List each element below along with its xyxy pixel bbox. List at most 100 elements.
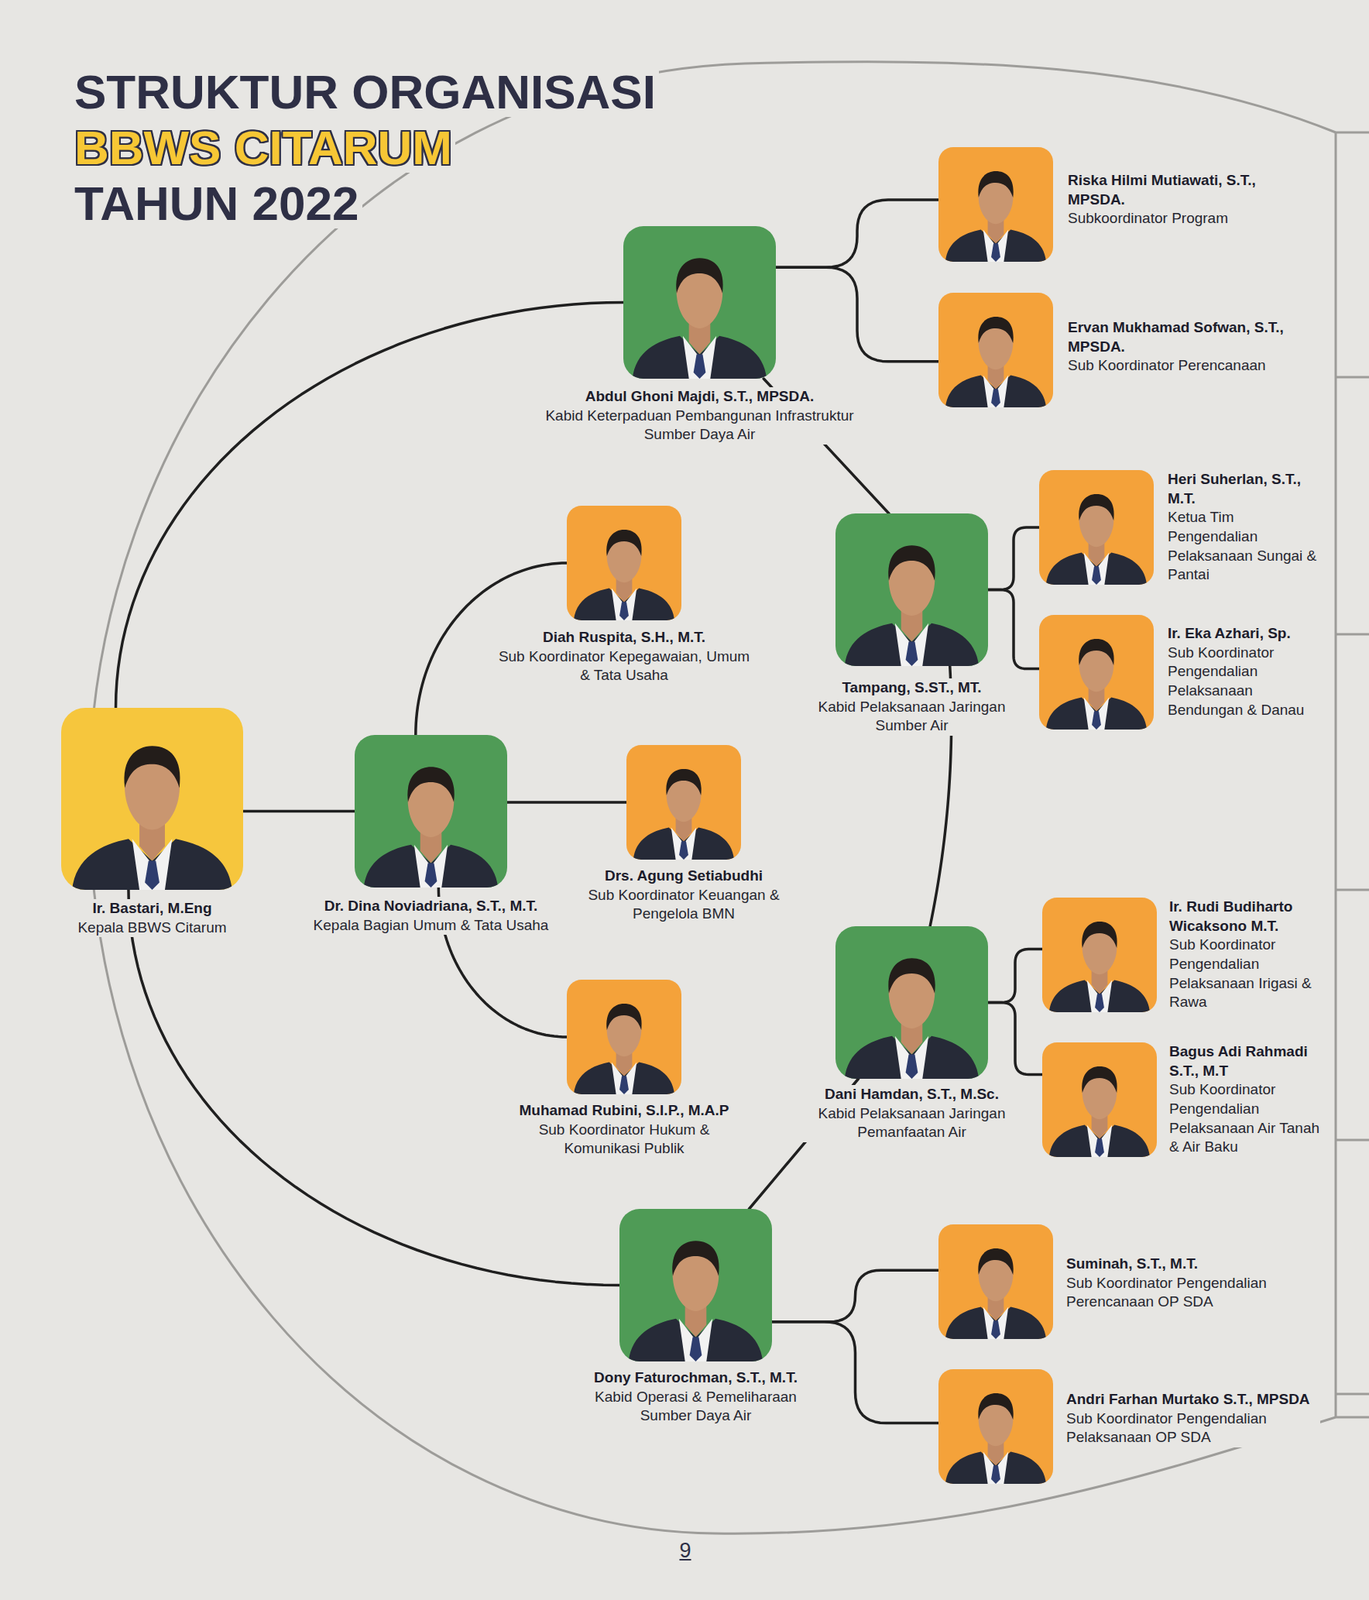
portrait-shape — [945, 229, 1047, 262]
portrait-figure — [566, 505, 682, 621]
org-connector — [988, 527, 1040, 591]
portrait-shape — [689, 1336, 703, 1362]
org-connector — [243, 809, 355, 814]
portrait-shape — [1046, 552, 1147, 585]
person-node: Diah Ruspita, S.H., M.T.Sub Koordinator … — [566, 505, 682, 621]
portrait-frame — [1039, 614, 1154, 730]
portrait-shape — [1049, 1125, 1150, 1157]
person-node: Andri Farhan Murtako S.T., MPSDASub Koor… — [938, 1369, 1054, 1484]
ring-bar — [1335, 132, 1369, 1418]
person-caption: Abdul Ghoni Majdi, S.T., MPSDA.Kabid Ket… — [525, 387, 875, 445]
job-title: Kabid Keterpaduan Pembangunan Infrastruk… — [525, 406, 875, 445]
job-title: Sub Koordinator Pengendalian Pelaksanaan… — [1167, 1080, 1327, 1157]
person-node: Ir. Eka Azhari, Sp.Sub Koordinator Penge… — [1039, 614, 1154, 730]
portrait-shape — [983, 229, 1009, 262]
job-title: Ketua Tim Pengendalian Pelaksanaan Sunga… — [1166, 507, 1325, 585]
portrait-shape — [888, 545, 935, 580]
portrait-figure — [354, 734, 508, 888]
portrait-shape — [977, 316, 1013, 344]
portrait-shape — [945, 1307, 1047, 1339]
job-title: Sub Koordinator Kepegawaian, Umum & Tata… — [492, 647, 756, 686]
portrait-shape — [977, 1248, 1013, 1275]
portrait-shape — [991, 1465, 1001, 1484]
portrait-figure — [938, 1224, 1054, 1339]
portrait-figure — [61, 707, 244, 890]
portrait-shape — [693, 353, 707, 379]
portrait-frame — [354, 734, 508, 888]
person-name: Drs. Agung Setiabudhi — [603, 866, 765, 886]
portrait-shape — [633, 827, 735, 860]
person-caption: Drs. Agung SetiabudhiSub Koordinator Keu… — [567, 866, 800, 924]
portrait-shape — [671, 827, 697, 860]
portrait-shape — [1084, 552, 1110, 585]
job-title: Subkoordinator Program — [1066, 209, 1230, 229]
portrait-shape — [619, 1075, 629, 1095]
person-name: Abdul Ghoni Majdi, S.T., MPSDA. — [583, 387, 817, 407]
portrait-shape — [679, 1318, 713, 1362]
person-caption: Riska Hilmi Mutiawati, S.T., MPSDA.Subko… — [1066, 171, 1315, 229]
person-name: Diah Ruspita, S.H., M.T. — [541, 627, 707, 648]
portrait-shape — [124, 745, 181, 788]
person-caption: Ir. Rudi Budiharto Wicaksono M.T.Sub Koo… — [1167, 897, 1327, 1013]
person-node: Muhamad Rubini, S.I.P., M.A.PSub Koordin… — [566, 979, 682, 1095]
portrait-figure — [938, 1369, 1054, 1484]
person-node: Abdul Ghoni Majdi, S.T., MPSDA.Kabid Ket… — [623, 226, 776, 379]
person-node: Dani Hamdan, S.T., M.Sc.Kabid Pelaksanaa… — [835, 926, 989, 1079]
portrait-frame — [626, 744, 742, 860]
portrait-figure — [835, 513, 989, 666]
portrait-shape — [1078, 494, 1114, 521]
person-node: Bagus Adi Rahmadi S.T., M.TSub Koordinat… — [1042, 1042, 1157, 1157]
job-title: Sub Koordinator Pengendalian Pelaksanaan… — [1166, 643, 1325, 721]
portrait-frame — [938, 1369, 1054, 1484]
portrait-shape — [573, 588, 675, 621]
portrait-frame — [623, 226, 776, 379]
portrait-shape — [144, 860, 160, 890]
portrait-shape — [983, 1451, 1009, 1484]
org-connector — [128, 889, 620, 1286]
person-node: Suminah, S.T., M.T.Sub Koordinator Penge… — [938, 1224, 1054, 1339]
job-title: Sub Koordinator Pengendalian Pelaksanaan… — [1167, 935, 1327, 1013]
person-name: Dony Faturochman, S.T., M.T. — [592, 1368, 800, 1388]
portrait-shape — [1091, 710, 1102, 730]
job-title: Kabid Pelaksanaan Jaringan Sumber Air — [799, 697, 1025, 736]
portrait-shape — [844, 1036, 979, 1079]
portrait-frame — [1042, 1042, 1157, 1157]
portrait-shape — [363, 844, 498, 888]
person-node: Heri Suherlan, S.T., M.T.Ketua Tim Penge… — [1039, 470, 1154, 585]
person-name: Bagus Adi Rahmadi S.T., M.T — [1167, 1042, 1327, 1081]
person-node: Ir. Rudi Budiharto Wicaksono M.T.Sub Koo… — [1042, 897, 1157, 1013]
portrait-frame — [938, 1224, 1054, 1339]
portrait-shape — [991, 388, 1001, 408]
person-name: Heri Suherlan, S.T., M.T. — [1166, 470, 1325, 508]
org-connector — [771, 1269, 939, 1322]
portrait-shape — [945, 375, 1047, 408]
portrait-shape — [573, 1062, 675, 1095]
person-name: Ir. Rudi Budiharto Wicaksono M.T. — [1167, 897, 1327, 936]
portrait-shape — [1078, 638, 1114, 666]
portrait-frame — [938, 147, 1054, 262]
portrait-figure — [626, 744, 742, 860]
portrait-shape — [983, 375, 1009, 408]
portrait-shape — [606, 529, 642, 556]
portrait-frame — [566, 979, 682, 1095]
portrait-shape — [983, 1307, 1009, 1339]
person-caption: Tampang, S.ST., MT.Kabid Pelaksanaan Jar… — [799, 678, 1025, 736]
portrait-shape — [977, 1393, 1013, 1420]
person-caption: Dr. Dina Noviadriana, S.T., M.T.Kepala B… — [276, 896, 587, 935]
person-caption: Suminah, S.T., M.T.Sub Koordinator Penge… — [1064, 1254, 1321, 1312]
org-connector — [988, 949, 1043, 1003]
portrait-figure — [1042, 897, 1157, 1013]
job-title: Sub Koordinator Pengendalian Perencanaan… — [1064, 1273, 1321, 1312]
portrait-shape — [1087, 1125, 1113, 1157]
portrait-figure — [938, 147, 1054, 262]
portrait-shape — [425, 862, 438, 888]
person-node: Tampang, S.ST., MT.Kabid Pelaksanaan Jar… — [835, 513, 989, 666]
job-title: Sub Koordinator Pengendalian Pelaksanaan… — [1064, 1409, 1321, 1448]
org-connector — [988, 1002, 1043, 1075]
portrait-frame — [61, 707, 244, 890]
person-name: Ir. Bastari, M.Eng — [90, 898, 213, 919]
portrait-shape — [844, 623, 979, 666]
person-name: Andri Farhan Murtako S.T., MPSDA — [1064, 1389, 1312, 1410]
portrait-frame — [1042, 897, 1157, 1013]
person-name: Dani Hamdan, S.T., M.Sc. — [823, 1084, 1001, 1105]
